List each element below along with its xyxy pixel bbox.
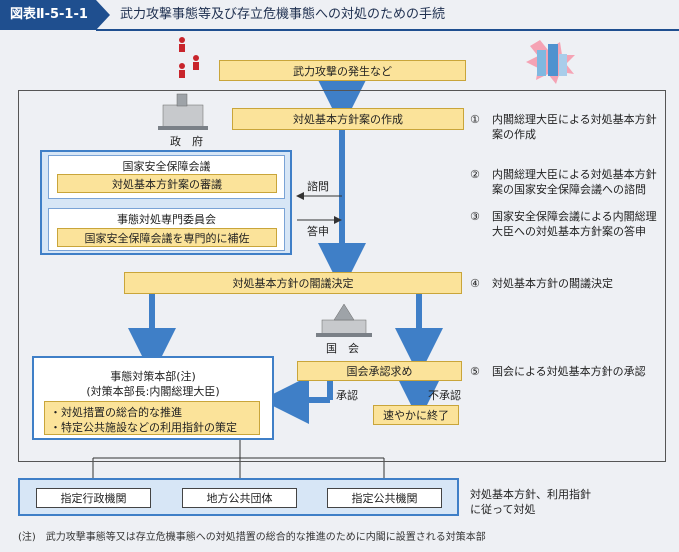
- step-5-text: 国会による対処基本方針の承認: [492, 365, 646, 378]
- step-3-text: 国家安全保障会議による内閣総理: [492, 210, 657, 223]
- hq-head: (対策本部長:内閣総理大臣): [86, 385, 220, 398]
- step-2-text-2: 案の国家安全保障会議への諮問: [492, 183, 646, 196]
- figure-label: 図表Ⅱ-5-1-1: [0, 0, 110, 30]
- government-label: 政 府: [170, 135, 203, 148]
- step-4-text: 対処基本方針の閣議決定: [492, 277, 613, 290]
- approve-label: 承認: [336, 389, 358, 402]
- step-1: ① 内閣総理大臣による対処基本方針 案の作成: [470, 112, 657, 142]
- terminate-box: 速やかに終了: [373, 405, 459, 425]
- step-3-text-2: 大臣への対処基本方針案の答申: [492, 225, 646, 238]
- bottom-note: 対処基本方針、利用指針 に従って対処: [470, 487, 591, 517]
- nsc-deliberation-box: 対処基本方針案の審議: [57, 174, 277, 193]
- committee-title: 事態対処専門委員会: [117, 213, 216, 226]
- cabinet-decision-box: 対処基本方針の閣議決定: [124, 272, 462, 294]
- step-3-number: ③: [470, 210, 480, 223]
- hq-title: 事態対策本部(注): [110, 370, 196, 383]
- diet-building-icon: [316, 303, 372, 337]
- step-2-text: 内閣総理大臣による対処基本方針: [492, 168, 657, 181]
- soldier-icon: [179, 37, 199, 78]
- hq-item-2: ・特定公共施設などの利用指針の策定: [50, 421, 237, 434]
- nsc-title: 国家安全保障会議: [122, 160, 211, 173]
- reply-label: 答申: [307, 225, 329, 238]
- attack-occurrence-box: 武力攻撃の発生など: [219, 60, 466, 81]
- header-bar: [0, 0, 679, 30]
- step-1-number: ①: [470, 113, 480, 126]
- diet-label: 国 会: [326, 342, 359, 355]
- step-5-number: ⑤: [470, 365, 480, 378]
- step-2: ② 内閣総理大臣による対処基本方針 案の国家安全保障会議への諮問: [470, 167, 657, 197]
- local-government-box: 地方公共団体: [182, 488, 297, 508]
- step-4: ④ 対処基本方針の閣議決定: [470, 276, 613, 291]
- disapprove-label: 不承認: [428, 389, 461, 402]
- designated-agencies-box: 指定行政機関: [36, 488, 151, 508]
- step-1-text-2: 案の作成: [492, 128, 536, 141]
- header-divider: [96, 29, 679, 31]
- explosion-city-icon: [526, 40, 575, 84]
- footnote: (注) 武力攻撃事態等又は存立危機事態への対処措置の総合的な推進のために内閣に設…: [18, 532, 486, 543]
- figure-title: 武力攻撃事態等及び存立危機事態への対処のための手続: [120, 7, 446, 22]
- committee-support-box: 国家安全保障会議を専門的に補佐: [57, 228, 277, 247]
- hq-items-box: [44, 401, 260, 435]
- government-frame: [18, 90, 666, 462]
- consult-label: 諮問: [307, 180, 329, 193]
- designated-public-box: 指定公共機関: [327, 488, 442, 508]
- step-5: ⑤ 国会による対処基本方針の承認: [470, 364, 646, 379]
- diet-approval-box: 国会承認求め: [297, 361, 462, 381]
- step-1-text: 内閣総理大臣による対処基本方針: [492, 113, 657, 126]
- bottom-note-line-2: に従って対処: [470, 503, 536, 516]
- step-2-number: ②: [470, 168, 480, 181]
- basic-policy-draft-box: 対処基本方針案の作成: [232, 108, 464, 130]
- government-building-icon: [158, 93, 208, 130]
- step-4-number: ④: [470, 277, 480, 290]
- bottom-note-line-1: 対処基本方針、利用指針: [470, 488, 591, 501]
- hq-item-1: ・対処措置の総合的な推進: [50, 406, 182, 419]
- step-3: ③ 国家安全保障会議による内閣総理 大臣への対処基本方針案の答申: [470, 209, 657, 239]
